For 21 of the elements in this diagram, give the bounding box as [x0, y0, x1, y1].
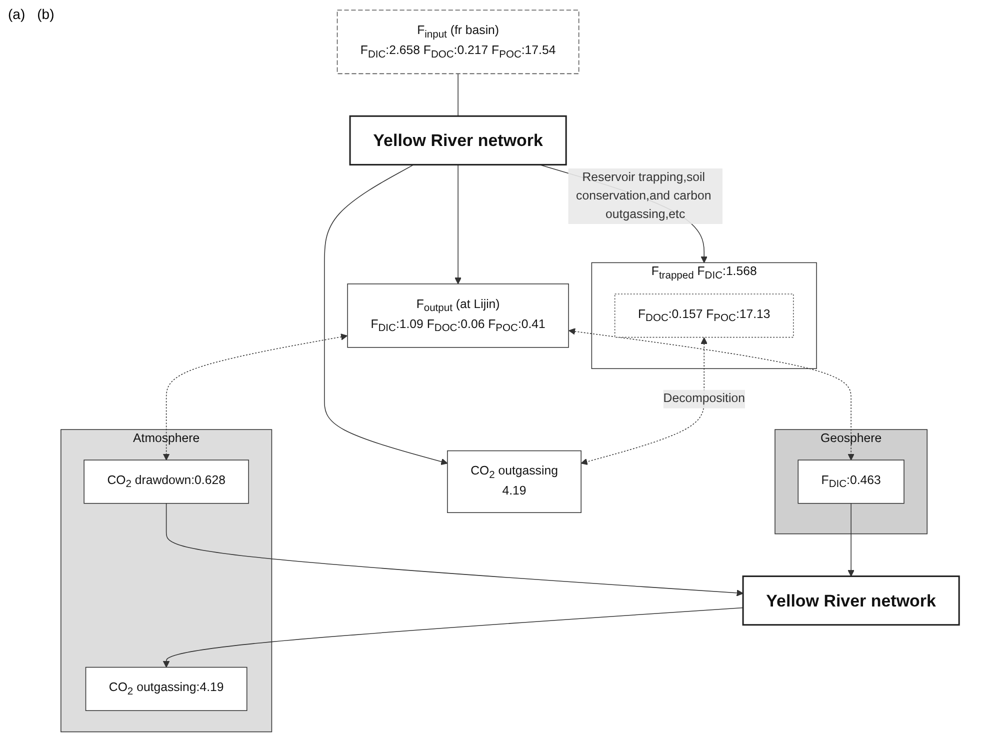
node-box: F$_{DIC}$:0.463	[798, 460, 904, 504]
node-box: CO$_{2}$ outgassing:4.19	[85, 666, 248, 711]
edge-label: Decomposition	[663, 392, 745, 406]
arrow	[580, 337, 708, 465]
edge-label: Reservoir trapping,soil conservation,and carbon outgassing,etc	[576, 170, 712, 221]
arrow	[162, 334, 348, 460]
panel-label: (b)	[37, 6, 54, 22]
arrow	[454, 164, 462, 284]
node-box: Yellow River network	[742, 575, 960, 626]
node-box: F$_{output}$ (at Lijin) F$_{DIC}$:1.09 F$_{DOC}$:0.06 F$_{POC}$:0.41	[347, 284, 569, 348]
arrow	[166, 502, 744, 596]
arrow	[162, 607, 744, 668]
node-box: F$_{DOC}$:0.157 F$_{POC}$:17.13	[614, 294, 794, 338]
arrow	[324, 164, 448, 465]
arrow	[848, 502, 854, 577]
node-box: CO$_{2}$ outgassing 4.19	[447, 450, 582, 513]
arrow	[568, 328, 854, 460]
node-box: F$_{input}$ (fr basin) F$_{DIC}$:2.658 F$_{DOC}$:0.217 F$_{POC}$:17.54	[336, 10, 580, 74]
node-box: CO$_{2}$ drawdown:0.628	[84, 460, 249, 504]
node-box: Yellow River network	[349, 115, 567, 166]
panel-label: (a)	[8, 6, 26, 22]
